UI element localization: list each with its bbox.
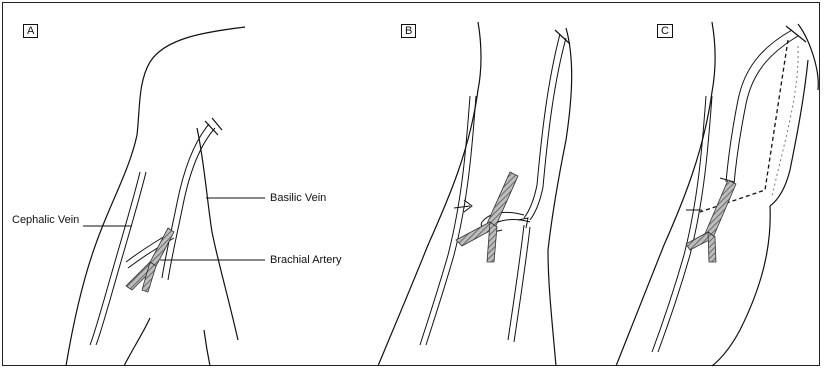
panel-c-forearm-outline <box>712 206 770 366</box>
panel-a-arm-outline-right <box>197 128 238 340</box>
panel-b-forearm-outline <box>548 250 556 366</box>
panel-c-tunnel-path <box>700 40 788 212</box>
panel-a-drawing <box>66 27 265 366</box>
panel-b-cephalic-vein <box>420 96 470 345</box>
panel-b-arm-outline-right <box>548 28 572 250</box>
panel-b-brachial-artery <box>486 172 518 230</box>
panel-c-brachial-artery <box>704 180 736 240</box>
panel-c-drawing <box>616 22 818 366</box>
panel-a-arm-outline-left <box>66 27 245 366</box>
panel-c-arm-outline-right <box>798 24 818 90</box>
panel-c-cephalic-vein <box>652 96 706 352</box>
label-brachial-artery: Brachial Artery <box>270 254 342 267</box>
panel-label-c: C <box>657 24 673 38</box>
panel-a-forearm-outline-2 <box>204 330 210 366</box>
panel-label-b: B <box>401 24 416 38</box>
panel-a-forearm-outline <box>124 318 150 366</box>
panel-b-drawing <box>378 22 572 366</box>
label-cephalic-vein: Cephalic Vein <box>12 214 79 227</box>
panel-c-basilic-vein <box>726 30 792 182</box>
panel-label-a: A <box>23 24 38 38</box>
label-basilic-vein: Basilic Vein <box>270 192 326 205</box>
